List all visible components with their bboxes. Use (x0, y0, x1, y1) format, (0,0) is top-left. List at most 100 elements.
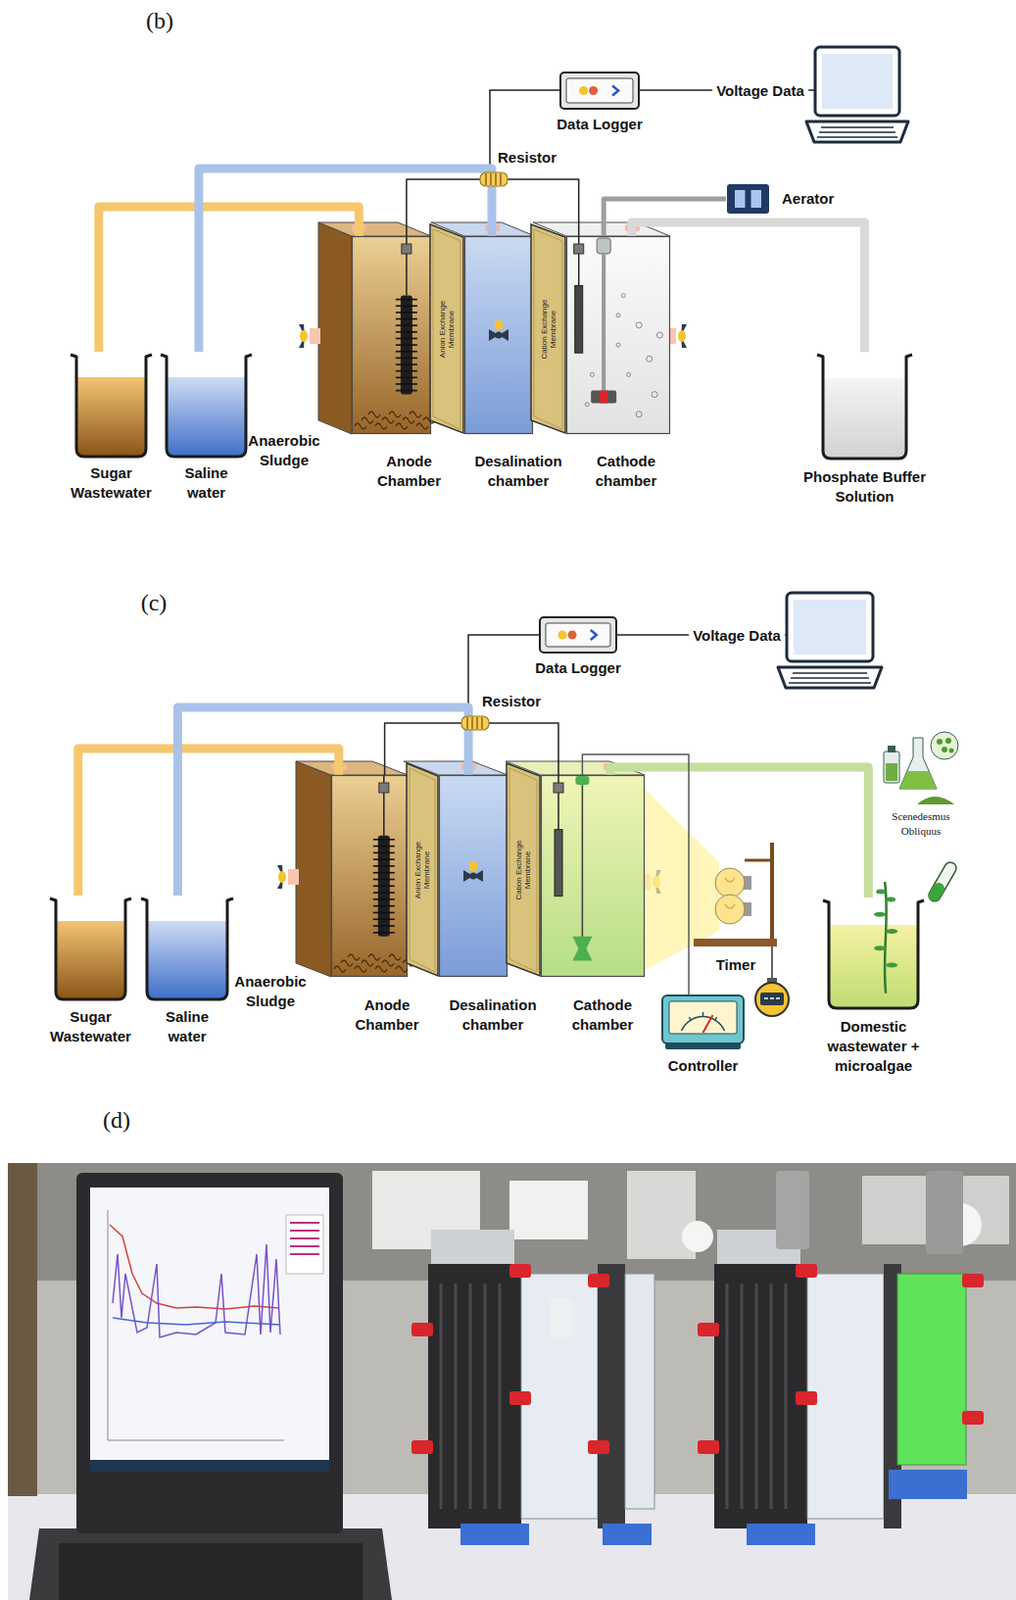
node-label: Cathode chamber (566, 995, 639, 1035)
data-logger-shape (590, 629, 597, 640)
anode-chamber-shape (395, 966, 408, 972)
desalination-chamber-shape (469, 861, 478, 871)
cathode-chamber-shape (599, 390, 608, 404)
laptop-icon (793, 599, 867, 655)
panel-letter: (c) (141, 587, 168, 620)
reactor-3d-faces (295, 761, 408, 775)
cathode-chamber-shape (540, 774, 645, 977)
photo-laptop (109, 1224, 280, 1309)
anion-exchange-membrane: Anion Exchange Membrane (405, 762, 439, 977)
anode-chamber-shape (395, 389, 418, 392)
photo-laptop (58, 1543, 363, 1600)
anode-chamber-shape (332, 775, 408, 977)
node-label: Saline water (174, 463, 240, 503)
data-logger-shape (588, 86, 598, 96)
anode-chamber-shape (395, 423, 408, 430)
photo-reactor (521, 1273, 598, 1519)
cathode-chamber-shape (572, 936, 592, 962)
resistor-symbol (461, 716, 489, 730)
anode-chamber-shape (405, 253, 408, 296)
aerator-pump: Aerator (725, 183, 771, 215)
photo-laptop (90, 1459, 330, 1472)
timer-icon (771, 946, 774, 982)
anode-chamber-shape (373, 865, 395, 868)
test-tube (926, 860, 959, 904)
node-label: Cation Exchange Membrane (514, 833, 533, 907)
cation-exchange-membrane-shape (509, 768, 537, 972)
aerator-pump-shape (751, 190, 763, 208)
microalgae-icon (885, 763, 898, 781)
anode-chamber-shape (395, 357, 418, 360)
photo-reactor (548, 1298, 573, 1338)
cathode-chamber-shape (646, 355, 653, 362)
stirrer-fan (277, 865, 299, 889)
reactor-3d-faces (295, 761, 332, 977)
node-label: Anode Chamber (370, 451, 449, 491)
photo-reactor (962, 1273, 984, 1288)
microalgae-icon (899, 771, 937, 789)
photo-reactor (509, 1263, 532, 1278)
photo-reactor (897, 1273, 967, 1465)
panel-letter: (b) (145, 5, 174, 38)
node-label: Cathode chamber (589, 451, 663, 491)
lamp (770, 842, 775, 941)
cathode-chamber-shape (541, 775, 645, 977)
cathode-chamber-shape (553, 782, 564, 793)
buffer-beaker-shape (822, 378, 907, 459)
cathode-chamber-shape (567, 237, 671, 435)
photo-reactor (587, 1273, 610, 1288)
node-label: Data Logger (534, 658, 622, 678)
controller-box-shape (662, 995, 744, 1044)
microalgae-icon (941, 746, 948, 753)
microalgae-icon (945, 737, 952, 744)
stirrer-fan (278, 870, 287, 883)
data-logger-shape (545, 623, 611, 647)
microalgae-beaker-shape (875, 889, 886, 895)
cathode-chamber-shape (590, 390, 617, 404)
anode-chamber-shape (395, 318, 418, 321)
aerator-pump-shape (726, 184, 770, 214)
stirrer-fan (309, 328, 321, 344)
photo-panel (7, 1162, 1016, 1600)
cation-exchange-membrane-shape (533, 229, 563, 430)
photo-laptop (76, 1172, 343, 1534)
sugar-pipe (98, 206, 360, 352)
desalination-chamber-shape (463, 861, 484, 882)
anode-chamber-shape (351, 236, 432, 435)
microalgae-icon (887, 745, 896, 753)
photo-laptop (112, 1317, 280, 1325)
desalination-chamber-shape (438, 774, 508, 977)
desalination-chamber-shape (465, 237, 533, 435)
data-logger-shape (566, 78, 633, 103)
photo-laptop (286, 1214, 324, 1274)
anode-chamber-shape (395, 370, 418, 373)
saline-water-beaker-shape (160, 354, 252, 457)
photo-reactor (726, 1283, 786, 1509)
anode-chamber-shape (395, 311, 418, 314)
anode-chamber-shape (373, 878, 395, 881)
microalgae-icon (930, 731, 959, 760)
anode-chamber-shape (361, 960, 374, 967)
photo-reactor (697, 1170, 984, 1546)
microalgae-icon (883, 751, 900, 783)
anode-chamber-shape (368, 954, 381, 961)
data-logger-shape (558, 630, 568, 640)
anode-chamber-shape (383, 792, 386, 836)
saline-water-beaker-shape (146, 920, 228, 1000)
desalination-chamber-shape (488, 320, 509, 341)
anion-exchange-membrane-shape (433, 229, 461, 430)
anode-chamber-shape (373, 852, 395, 855)
photo-laptop (112, 1244, 281, 1338)
photo-reactor (697, 1322, 720, 1337)
cathode-chamber-shape (601, 253, 606, 391)
photo-reactor (411, 1322, 434, 1337)
anode-chamber-shape (375, 966, 388, 972)
photo-reactor (587, 1440, 610, 1454)
photo-laptop (290, 1222, 320, 1255)
microalgae-icon (883, 731, 959, 805)
node-label: Desalination chamber (467, 451, 570, 491)
data-logger-shape (538, 616, 618, 654)
cathode-chamber-shape (575, 286, 583, 354)
resistor-symbol (485, 173, 501, 186)
desalination-chamber-shape (470, 872, 478, 880)
